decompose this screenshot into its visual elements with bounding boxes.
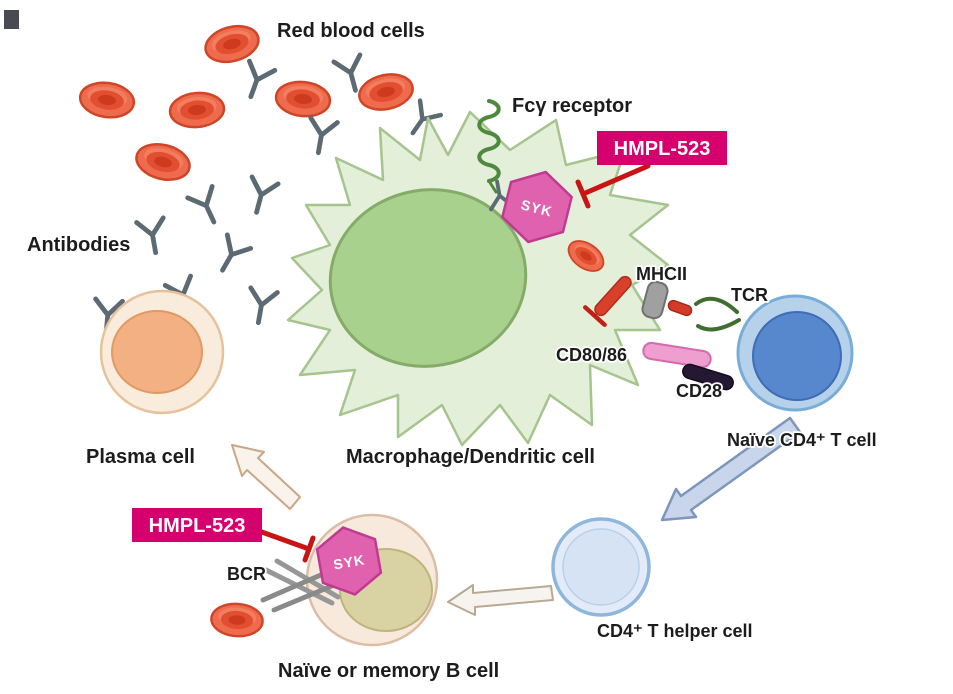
helper-t-cell xyxy=(551,517,651,617)
label-mhcii: MHCII xyxy=(636,264,687,284)
label-plasma-cell: Plasma cell xyxy=(86,446,195,468)
red-blood-cell xyxy=(273,78,333,120)
antibody-icon xyxy=(211,235,251,277)
t-cell-nucleus xyxy=(752,311,842,401)
tcr-receptor xyxy=(694,296,741,332)
antigen-rod xyxy=(583,275,632,328)
label-tcr: TCR xyxy=(731,285,768,305)
macrophage-nucleus xyxy=(328,188,528,368)
cd80-86-ligand xyxy=(642,341,712,369)
antibody-icon xyxy=(305,118,337,155)
inhibition-crossbar xyxy=(575,179,591,209)
label-cd4-t-helper-cell: CD4⁺ T helper cell xyxy=(597,621,753,641)
arrow-t-to-helper xyxy=(660,416,802,522)
red-blood-cell xyxy=(76,78,138,122)
plasma-cell xyxy=(99,289,225,415)
label-macrophage: Macrophage/Dendritic cell xyxy=(346,446,595,468)
inhibition-line xyxy=(256,528,312,552)
macrophage-cell xyxy=(286,110,670,447)
label-cd80-86: CD80/86 xyxy=(556,345,627,365)
antibody-icon xyxy=(245,288,277,325)
red-blood-cell xyxy=(167,89,227,131)
hmpl-badge-label: HMPL-523 xyxy=(614,138,711,160)
syk-hexagon-shape xyxy=(315,526,383,596)
syk-label: SYK xyxy=(332,551,366,572)
red-blood-cell xyxy=(131,137,195,187)
antibody-icon xyxy=(244,177,279,216)
hmpl-badge-rect xyxy=(597,131,727,165)
cd28-receptor xyxy=(682,363,734,391)
label-naive-cd4-t-cell: Naïve CD4⁺ T cell xyxy=(727,430,877,450)
inhibition-line xyxy=(580,163,651,197)
label-red-blood-cells: Red blood cells xyxy=(277,20,425,42)
inhibition-crossbar xyxy=(302,535,316,563)
mhcii-receptor xyxy=(641,280,693,320)
antibody-icon xyxy=(238,61,275,101)
red-blood-cell xyxy=(200,19,264,69)
syk-hexagon-shape xyxy=(500,170,574,244)
fcy-receptor-coil xyxy=(477,99,515,212)
antibody-icon xyxy=(188,186,226,227)
label-antibodies: Antibodies xyxy=(27,234,130,256)
label-naive-or-memory-b-cell: Naïve or memory B cell xyxy=(278,660,499,682)
syk-label: SYK xyxy=(519,196,554,219)
hmpl-badge-top: HMPL-523 xyxy=(575,131,727,209)
naive-t-cell xyxy=(736,294,854,412)
plasma-cell-nucleus xyxy=(111,310,203,394)
hmpl-badge-rect xyxy=(132,508,262,542)
label-cd28: CD28 xyxy=(676,381,722,401)
hmpl-badge-label: HMPL-523 xyxy=(149,515,246,537)
hmpl-badge-bottom: HMPL-523 xyxy=(132,508,316,563)
bcr-receptor xyxy=(260,558,342,613)
label-fcy-receptor: Fcγ receptor xyxy=(512,95,632,117)
antibody-icon xyxy=(137,218,169,255)
red-blood-cell xyxy=(209,600,265,640)
arrow-helper-to-b xyxy=(447,584,554,616)
arrow-b-to-plasma xyxy=(231,444,301,510)
helper-cell-inner xyxy=(562,528,640,606)
red-blood-cells-group xyxy=(76,19,418,187)
syk-hexagon-top: SYK xyxy=(500,170,574,244)
corner-mark xyxy=(4,10,19,29)
red-blood-cell xyxy=(354,68,418,116)
syk-hexagon-bottom: SYK xyxy=(315,526,383,596)
label-bcr: BCR xyxy=(227,564,266,584)
